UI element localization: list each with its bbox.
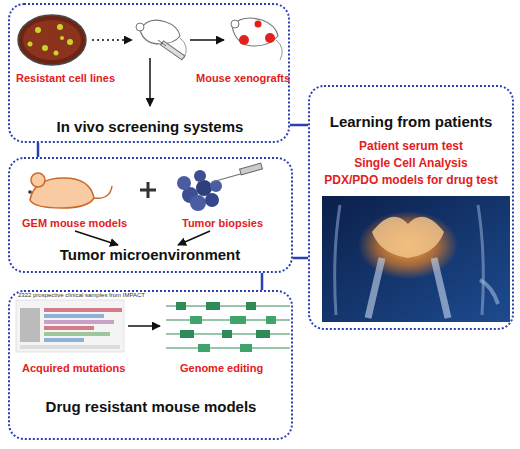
resistance-model-box: Acquired mutations Genome editingDrug res… [8,290,293,440]
plus-sign [140,182,156,198]
genome-editing-map-part [222,330,232,338]
genome-editing-map-part [256,330,270,338]
arrow [190,39,224,41]
method-item: PDX/PDO models for drug test [313,174,509,188]
genome-editing-map [166,302,290,352]
patient-box: Learning from patientsPatient serum test… [308,85,514,330]
method-item: Patient serum test [313,140,509,154]
box-title: Learning from patients [313,113,509,130]
petri-dish-part [57,24,63,30]
dotted-arrow [92,39,132,41]
genome-editing-map-part [240,344,252,352]
xenograft-mouse-part [232,18,278,46]
tumor-biopsy-part [210,180,222,192]
mutation-heatmap-part [16,300,124,352]
gem-mouse-part [28,190,32,194]
genome-editing-map-part [198,344,210,352]
petri-dish-part [42,45,48,51]
petri-dish-part [60,36,64,40]
connector-line [290,124,308,127]
petri-dish-part [35,27,41,33]
image-caption: Genome editing [180,362,290,375]
method-item: Single Cell Analysis [313,157,509,171]
petri-dish-part [67,39,73,45]
gem-mouse [28,173,112,208]
connector-line [293,257,308,260]
genome-editing-map-part [230,316,246,324]
mutation-heatmap-part [44,332,110,336]
mouse-injection-part [140,20,180,44]
mutation-heatmap-part [44,308,122,312]
mouse-injection [136,20,186,60]
image-caption: Resistant cell lines [16,72,136,85]
microenvironment-box: GEM mouse models Tumor biopsiesTumor micr… [8,157,293,273]
petri-dish-part [54,51,59,56]
image-caption: Acquired mutations [22,362,152,375]
petri-dish-part [18,15,86,65]
arrow [149,58,151,106]
xenograft-mouse-part [265,33,275,43]
petri-dish-part [23,20,81,60]
genome-editing-map-part [180,330,194,338]
mouse-injection-part [158,40,166,46]
genome-editing-map-part [206,302,220,310]
mutation-heatmap-part [20,345,120,349]
tumor-biopsy-part [177,176,191,190]
connector-line [261,273,264,290]
image-caption: Mouse xenografts [196,72,292,85]
pelvis-image-part [335,205,484,315]
screening-box: Resistant cell lines Mouse xenografts In v… [8,3,290,143]
mutation-heatmap-part [44,314,104,318]
genome-editing-map-part [176,302,186,310]
box-title: In vivo screening systems [40,118,260,135]
box-title: Tumor microenvironment [40,246,260,263]
genome-editing-map-part [266,316,276,324]
mutation-heatmap [16,300,124,352]
tumor-biopsy [177,163,262,211]
mutation-heatmap-part [44,326,94,330]
xenograft-mouse-part [276,40,282,60]
xenograft-mouse-part [231,20,239,28]
image-caption: Tumor biopsies [182,217,287,230]
mouse-injection-part [161,41,185,60]
mutation-heatmap-part [20,308,40,342]
arrow [178,231,210,245]
pelvis-image-part [372,217,444,258]
xenograft-mouse-part [255,21,262,28]
petri-dish-part [28,42,33,47]
pelvis-image [322,196,510,322]
xenograft-mouse [231,18,282,60]
tumor-biopsy-part [205,193,219,207]
tumor-biopsy-part [190,195,206,211]
gem-mouse-part [94,186,112,198]
pelvis-image-part [368,258,448,318]
mutation-heatmap-part [44,338,84,342]
image-caption: GEM mouse models [22,217,152,230]
mutation-heatmap-part [44,320,114,324]
genome-editing-map-part [166,348,290,349]
tumor-biopsy-part [194,170,206,182]
mouse-injection-part [136,23,144,31]
connector-line [37,143,40,157]
pelvis-image-part [322,196,510,322]
genome-editing-map-part [190,316,202,324]
box-title: Drug resistant mouse models [20,398,282,415]
arrow [75,231,118,245]
petri-dish [18,15,86,65]
xenograft-mouse-part [239,35,249,45]
figure-caption: 2322 prospective clinical samples from I… [18,292,158,298]
gem-mouse-part [31,173,45,187]
pelvis-image-part [358,211,458,279]
arrow [128,325,160,327]
tumor-biopsy-part [240,163,263,175]
genome-editing-map-part [246,302,256,310]
pelvis-image-part [480,280,498,304]
